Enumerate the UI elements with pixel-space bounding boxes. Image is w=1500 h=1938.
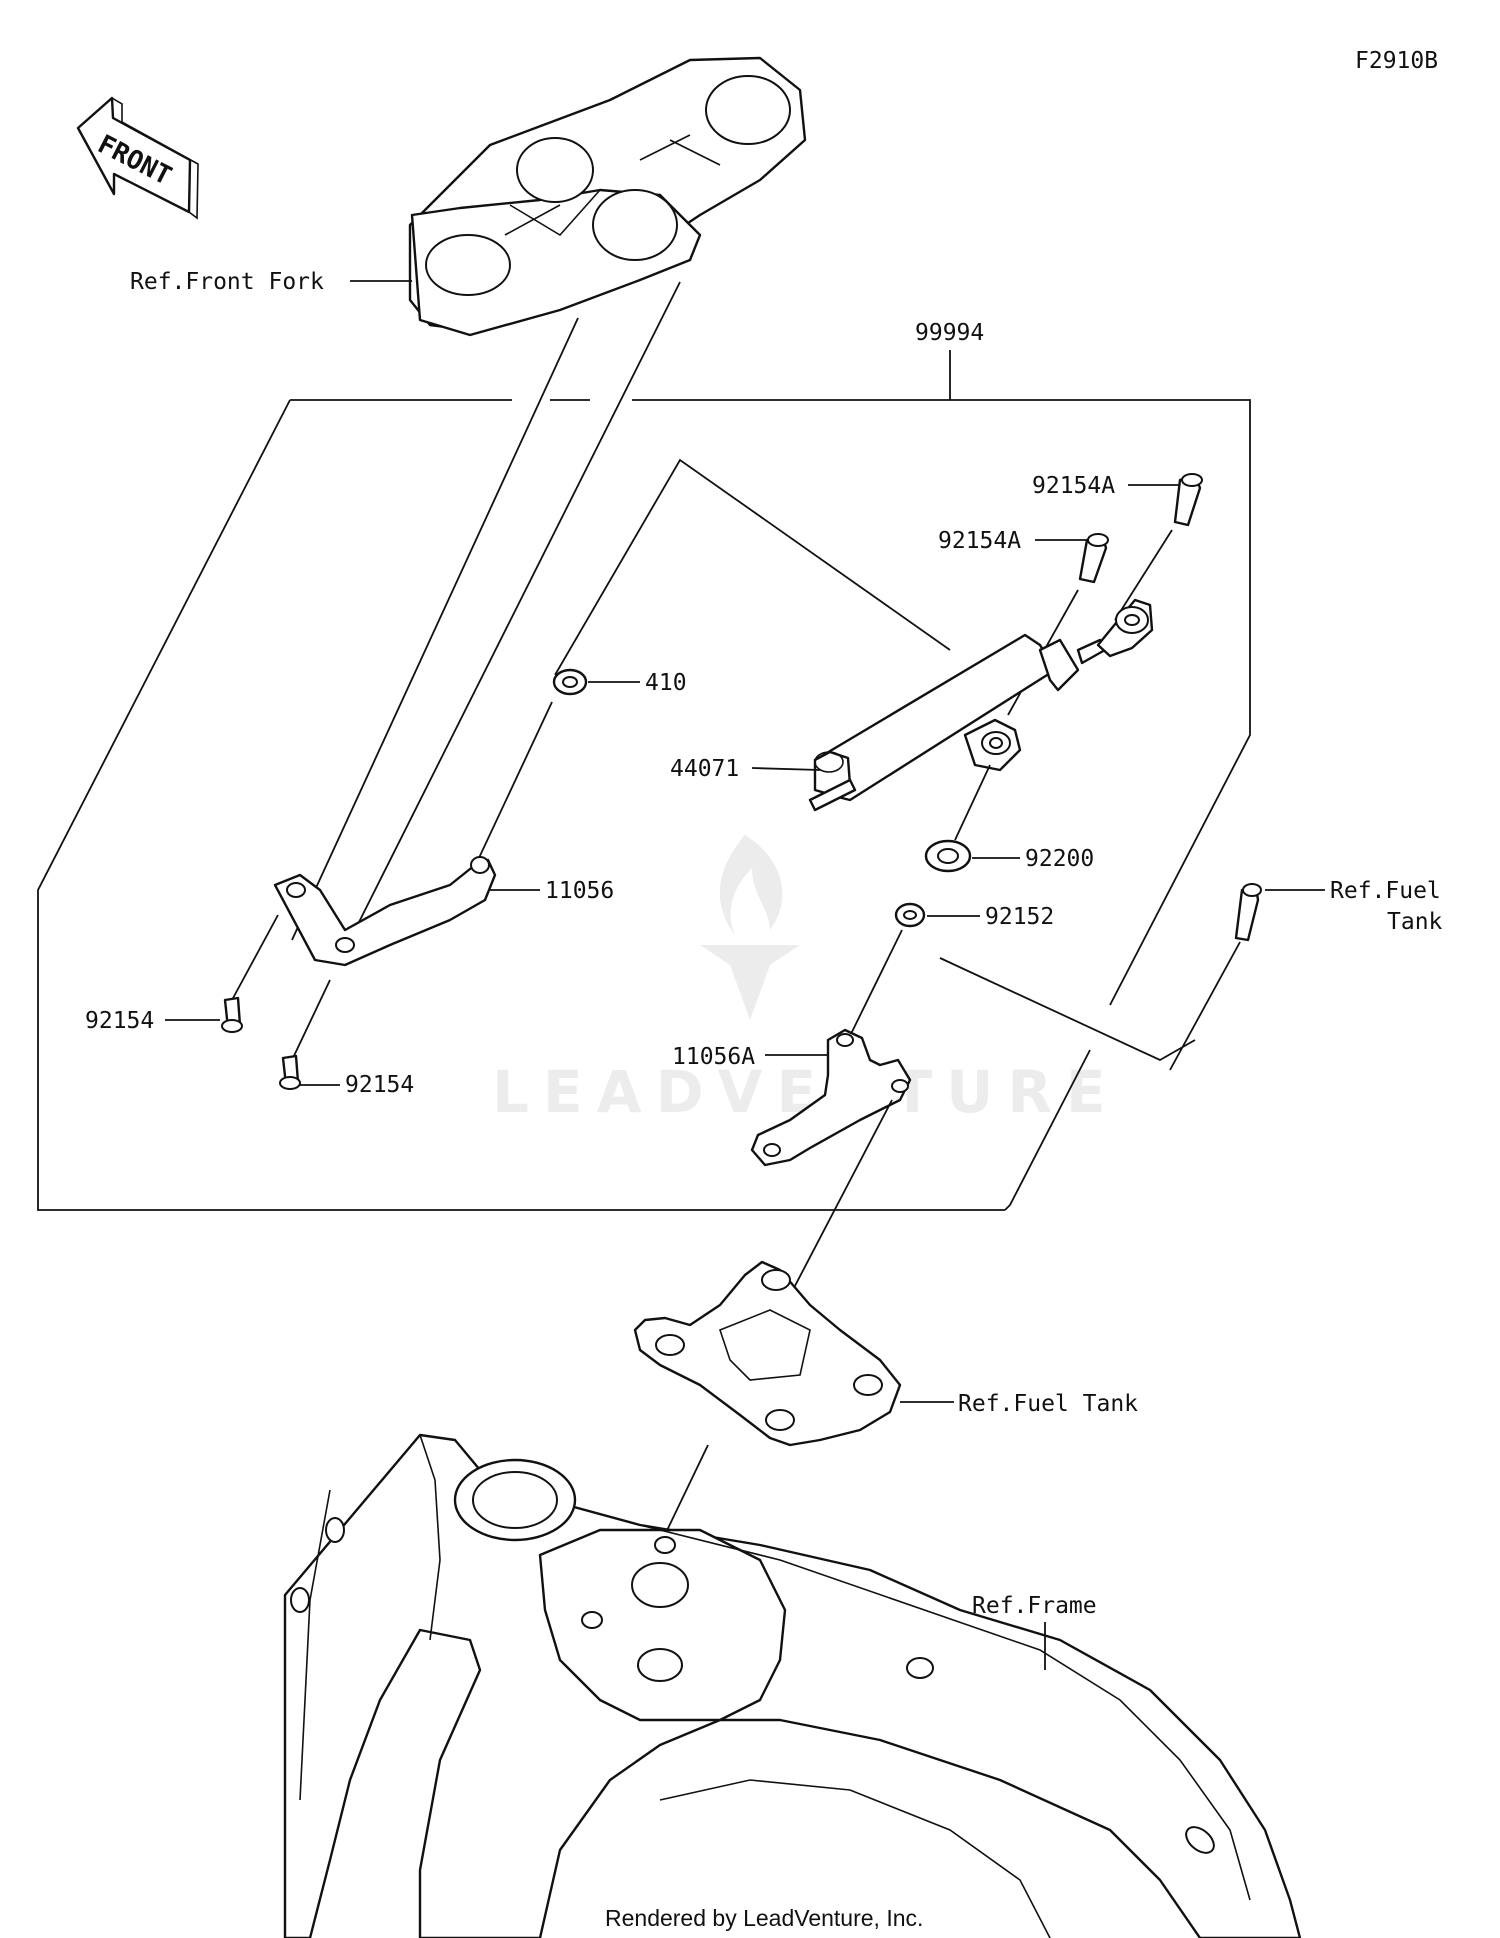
label-kit-99994: 99994 [915, 320, 984, 346]
kit-inner-line [939, 957, 1196, 1062]
label-11056A: 11056A [672, 1044, 755, 1070]
bolt-92154A-right [1173, 473, 1203, 527]
bush-92200 [924, 839, 972, 873]
label-ref-fuel-tank-1: Ref.Fuel [1330, 878, 1441, 904]
bolt-92154-left [221, 996, 243, 1033]
washer-410 [552, 668, 588, 696]
front-arrow: FRONT [76, 96, 199, 220]
label-92154-2: 92154 [345, 1072, 414, 1098]
label-410: 410 [645, 670, 687, 696]
label-92152: 92152 [985, 904, 1054, 930]
leader-bridge-2 [349, 281, 681, 941]
frame-part [283, 1433, 1302, 1938]
top-bridge-part [408, 56, 807, 337]
kit-boundary [37, 350, 1251, 1211]
leader-bridge-1 [291, 317, 579, 941]
bracket-11056 [273, 856, 497, 967]
label-ref-fuel-tank-2: Tank [1387, 909, 1443, 935]
label-ref-front-fork: Ref.Front Fork [130, 269, 324, 295]
label-44071: 44071 [670, 756, 739, 782]
steering-damper-44071 [808, 598, 1154, 812]
bracket-11056A [750, 1028, 912, 1167]
label-92200: 92200 [1025, 846, 1094, 872]
bolt-92154A-left [1078, 533, 1109, 584]
bolt-92154-right [279, 1054, 301, 1090]
footer-credit: Rendered by LeadVenture, Inc. [605, 1905, 923, 1931]
label-ref-fuel-tank-bracket: Ref.Fuel Tank [958, 1391, 1138, 1417]
diagram-code: F2910B [1355, 48, 1438, 74]
leader-44071 [751, 767, 821, 771]
label-ref-frame: Ref.Frame [972, 1593, 1097, 1619]
bolt-ref-fuel-tank [1234, 883, 1262, 942]
label-92154-1: 92154 [85, 1008, 154, 1034]
label-11056: 11056 [545, 878, 614, 904]
fuel-tank-bracket [633, 1260, 902, 1447]
washer-92152 [894, 902, 926, 928]
damper-guide [554, 458, 951, 676]
label-92154A-2: 92154A [938, 528, 1021, 554]
label-92154A-1: 92154A [1032, 473, 1115, 499]
